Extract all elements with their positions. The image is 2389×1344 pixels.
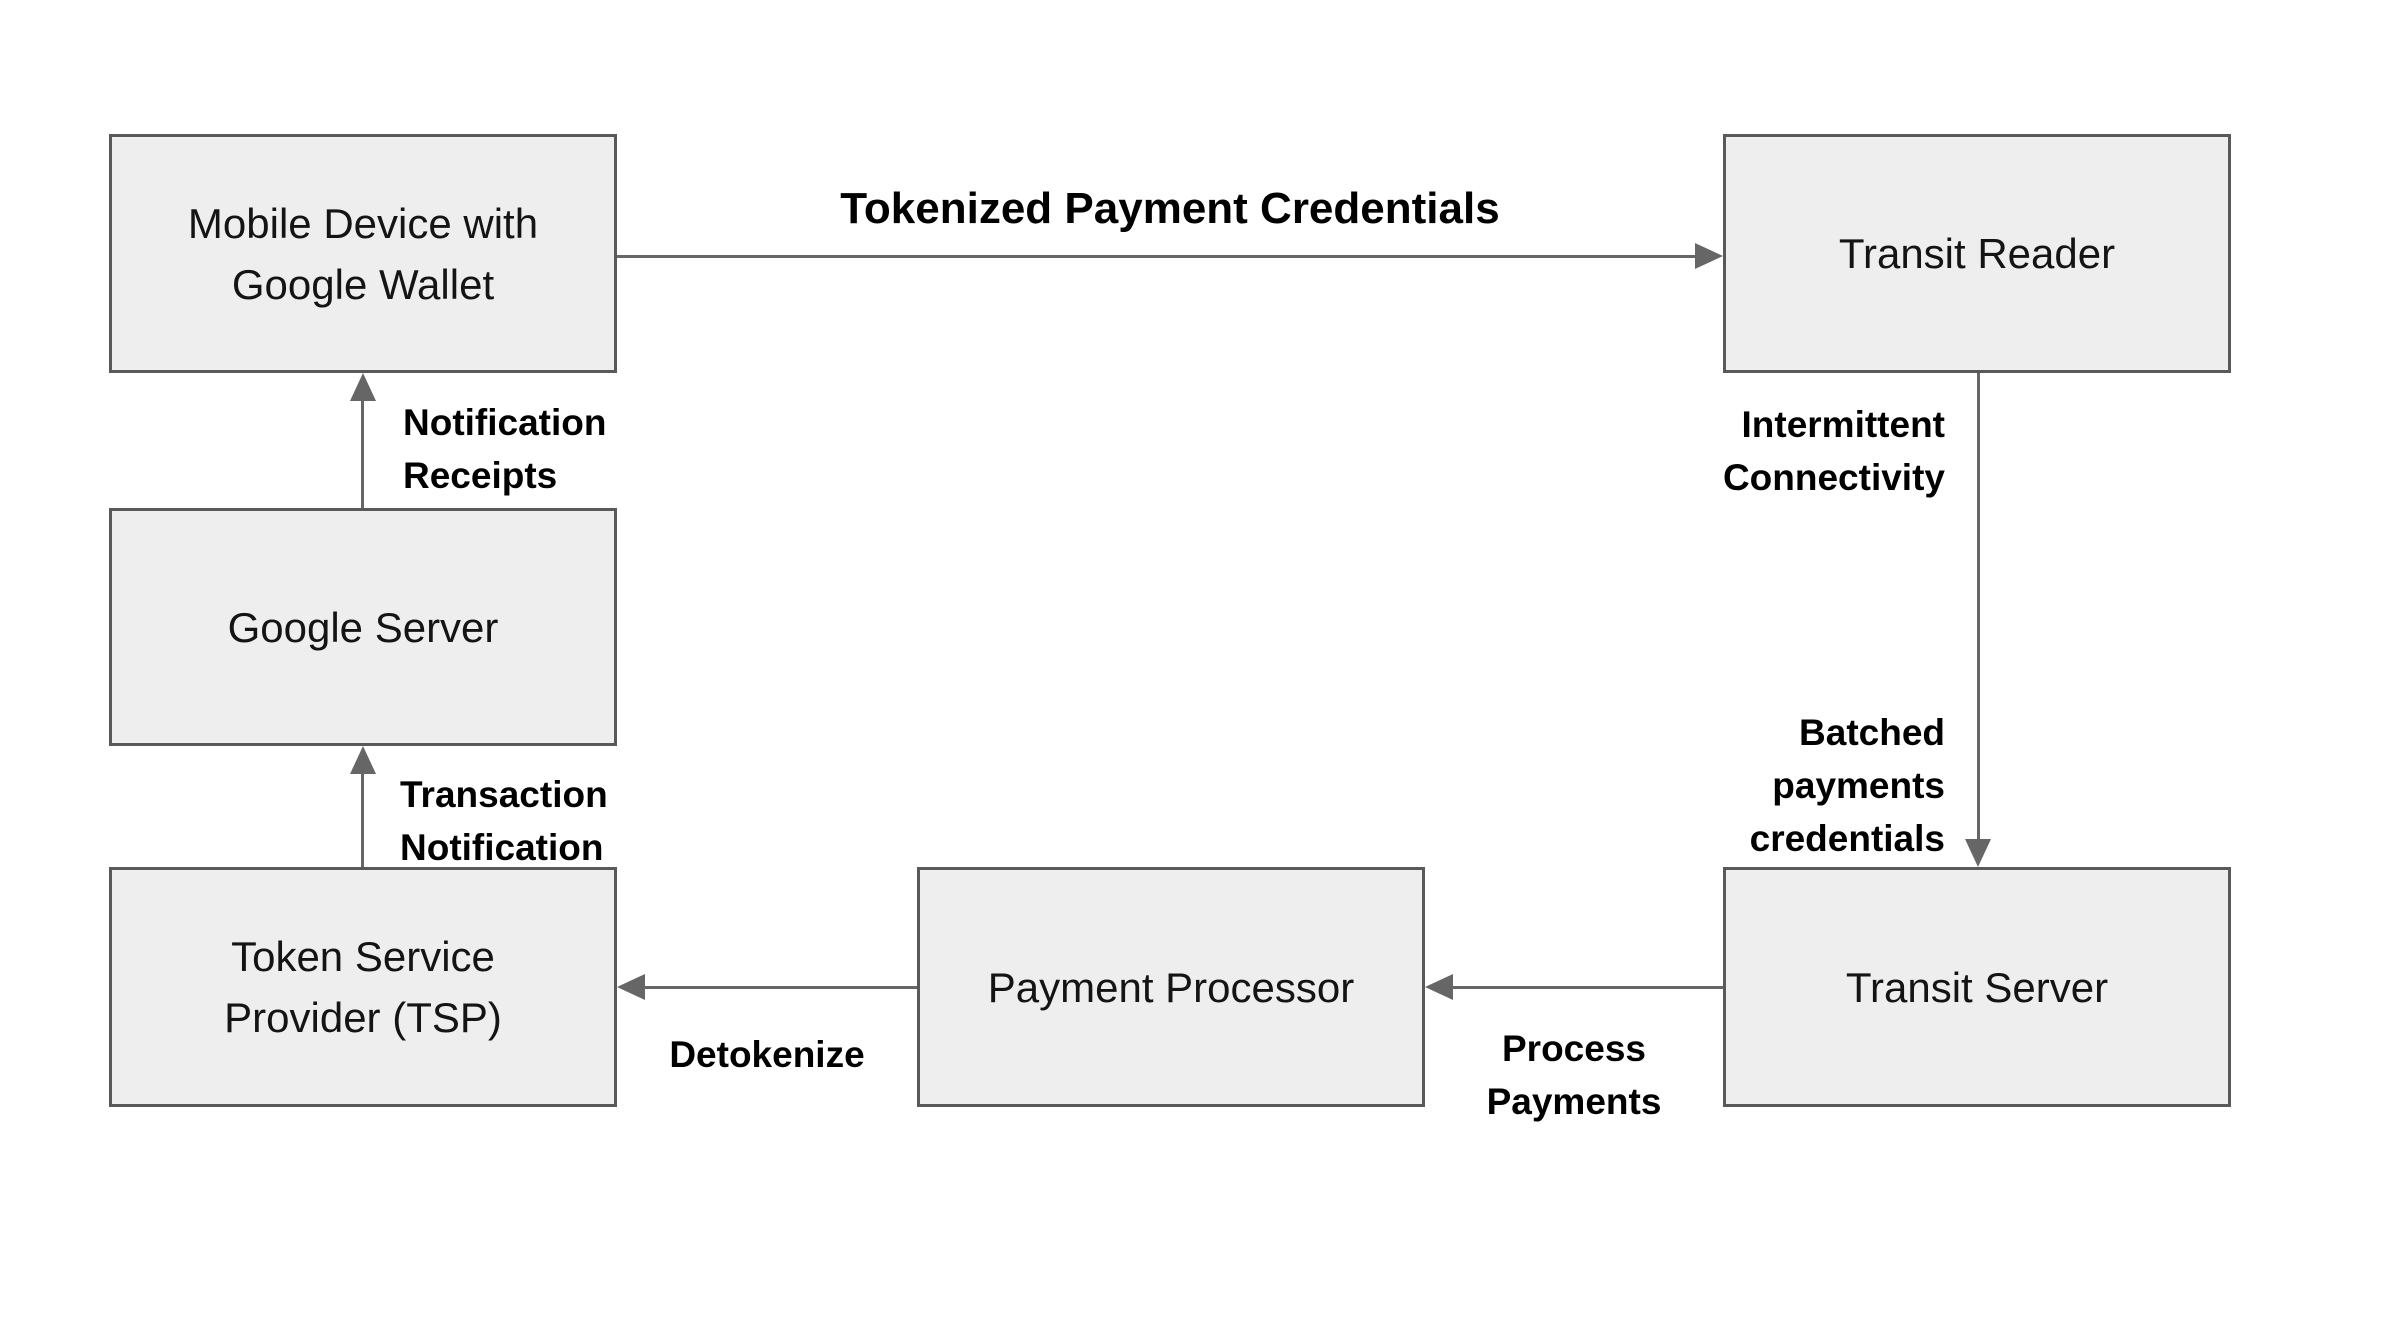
edge-notification-receipts-line <box>361 399 364 508</box>
node-payment-processor: Payment Processor <box>917 867 1425 1107</box>
arrowhead-left-icon <box>1425 974 1453 1000</box>
edge-process-payments-line <box>1453 986 1723 989</box>
node-google-server: Google Server <box>109 508 617 746</box>
edge-detokenize-line <box>645 986 917 989</box>
node-label-line: Mobile Device with <box>187 199 539 247</box>
node-label-line: Payment Processor <box>987 963 1355 1011</box>
node-label-line: Token Service <box>231 933 495 980</box>
node-label-line: Provider (TSP) <box>224 994 502 1041</box>
node-label-line: Transit Server <box>1845 963 2109 1011</box>
edge-label-tokenized-payment-credentials: Tokenized Payment Credentials <box>840 184 1500 233</box>
node-label-line: Google Wallet <box>231 260 495 308</box>
node-transit-server: Transit Server <box>1723 867 2231 1107</box>
edge-label-process-payments: Process Payments <box>1486 1028 1662 1122</box>
node-token-service-provider: Token Service Provider (TSP) <box>109 867 617 1107</box>
arrowhead-left-icon <box>617 974 645 1000</box>
edge-label-transaction-notification: Transaction Notification <box>400 774 608 868</box>
node-mobile-device-google-wallet: Mobile Device with Google Wallet <box>109 134 617 373</box>
edge-label-notification-receipts: Notification Receipts <box>403 402 607 496</box>
node-label-line: Transit Reader <box>1838 230 2116 277</box>
node-label-line: Google Server <box>227 603 499 651</box>
arrowhead-right-icon <box>1695 243 1723 269</box>
arrowhead-down-icon <box>1965 839 1991 867</box>
arrowhead-up-icon <box>350 373 376 401</box>
edge-label-batched-payments-credentials: Batched payments credentials <box>1749 712 1945 859</box>
edge-label-detokenize: Detokenize <box>669 1034 865 1075</box>
edge-label-intermittent-connectivity: Intermittent Connectivity <box>1722 404 1945 498</box>
edge-transaction-notification-line <box>361 772 364 867</box>
edge-tokenized-line <box>617 255 1695 258</box>
node-transit-reader: Transit Reader <box>1723 134 2231 373</box>
arrowhead-up-icon <box>350 746 376 774</box>
edge-reader-to-server-line <box>1977 373 1980 841</box>
